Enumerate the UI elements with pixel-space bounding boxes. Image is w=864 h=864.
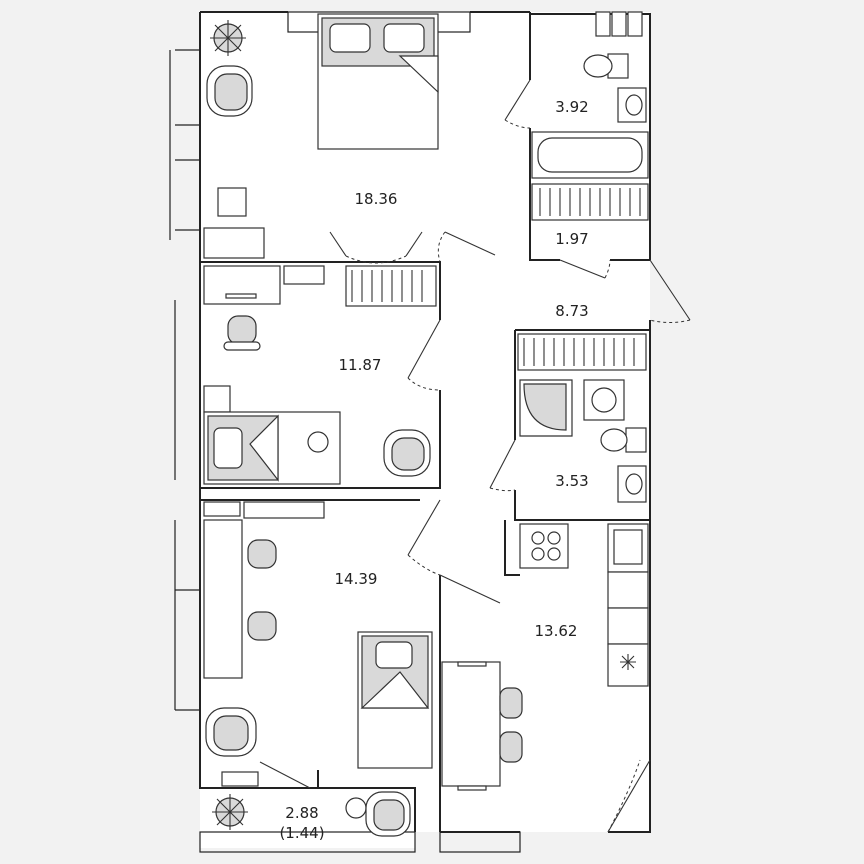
door-swings [259, 79, 691, 833]
plant-icon-2 [212, 794, 248, 830]
chair-icon-3 [247, 611, 277, 641]
area-bedroom-main: 18.36 [355, 190, 398, 208]
plant-icon [210, 20, 246, 56]
pillow-left [329, 23, 371, 53]
wardrobe [345, 265, 437, 307]
chair-icon [223, 315, 261, 351]
stove [519, 523, 569, 569]
kids-bedroom-furniture [203, 501, 433, 769]
dresser [203, 227, 265, 259]
nightstand-study [203, 385, 231, 413]
interior-walls [200, 14, 650, 832]
pillow-kids [375, 641, 413, 669]
outer-walls [169, 11, 651, 853]
area-hallway: 8.73 [555, 302, 588, 320]
area-labels: 18.36 3.92 1.97 8.73 11.87 3.53 14.39 13… [279, 98, 588, 842]
area-bathroom: 3.92 [555, 98, 588, 116]
hall-wardrobe [517, 333, 647, 371]
area-bedroom-kids: 14.39 [335, 570, 378, 588]
kitchen-furniture [441, 523, 649, 791]
washbasin-icon [617, 87, 647, 123]
washbasin-icon-2 [617, 465, 647, 503]
chair-icon-2 [247, 539, 277, 569]
armchair-icon-study [383, 429, 431, 477]
toilet-icon-2 [600, 427, 647, 453]
bathroom-fixtures [531, 11, 649, 221]
pillow [213, 427, 243, 469]
rug-dot [307, 431, 329, 453]
area-kitchen: 13.62 [535, 622, 578, 640]
dining-table [441, 661, 501, 787]
bathtub-icon [531, 131, 649, 179]
armchair-icon [206, 65, 253, 117]
chair-icon-k1 [499, 687, 523, 719]
master-bedroom-furniture [203, 13, 439, 259]
chair-icon-k2 [499, 731, 523, 763]
side-table [345, 797, 367, 819]
area-balcony-reduced: (1.44) [279, 824, 324, 842]
study-bedroom-furniture [203, 265, 437, 485]
pillow-right [383, 23, 425, 53]
area-bedroom-study: 11.87 [339, 356, 382, 374]
armchair-icon-balcony [365, 791, 411, 837]
armchair-icon-kids [205, 707, 257, 757]
desk-long [203, 519, 243, 679]
area-balcony: 2.88 [285, 804, 318, 822]
shower-room-fixtures [517, 333, 647, 503]
balcony-furniture [212, 771, 411, 837]
shower-icon [523, 383, 567, 431]
nightstand [217, 187, 247, 217]
area-shower-room: 3.53 [555, 472, 588, 490]
washing-machine-icon [583, 379, 625, 421]
toilet-icon [583, 53, 629, 79]
area-storage: 1.97 [555, 230, 588, 248]
